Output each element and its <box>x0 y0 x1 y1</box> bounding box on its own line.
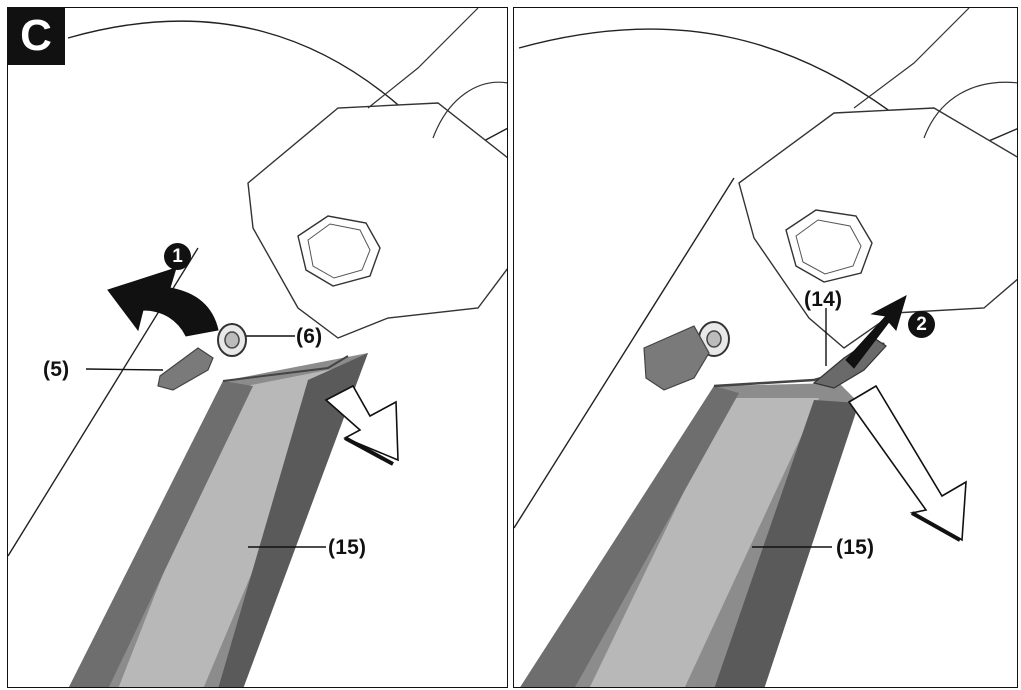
knob <box>643 325 710 391</box>
label-tube: (15) <box>328 536 367 559</box>
illustration-step-1 <box>8 8 507 687</box>
rotate-arrow <box>107 267 219 337</box>
label-knob: (5) <box>43 358 70 381</box>
pull-arrow <box>324 384 399 462</box>
frame-line <box>514 177 735 529</box>
handle-tube <box>520 342 885 687</box>
illustration-step-2 <box>514 8 1017 687</box>
step-2-badge: 2 <box>908 311 935 338</box>
label-washer: (6) <box>296 325 323 348</box>
figure-letter: C <box>7 7 65 65</box>
label-clip: (14) <box>804 288 843 311</box>
step-1-badge: 1 <box>164 243 191 270</box>
push-arrow <box>845 295 907 369</box>
bracket-plate <box>247 102 507 339</box>
knob <box>157 347 214 391</box>
panel-step-2: 2 (14) (15) <box>513 7 1018 688</box>
label-tube: (15) <box>836 536 875 559</box>
pull-arrow <box>847 384 967 542</box>
handle-tube <box>69 353 368 687</box>
bracket-plate <box>738 107 1017 349</box>
leader-knob <box>85 368 164 371</box>
panel-step-1: 1 (5) (6) (15) <box>7 7 508 688</box>
bracket-boss <box>297 215 381 287</box>
